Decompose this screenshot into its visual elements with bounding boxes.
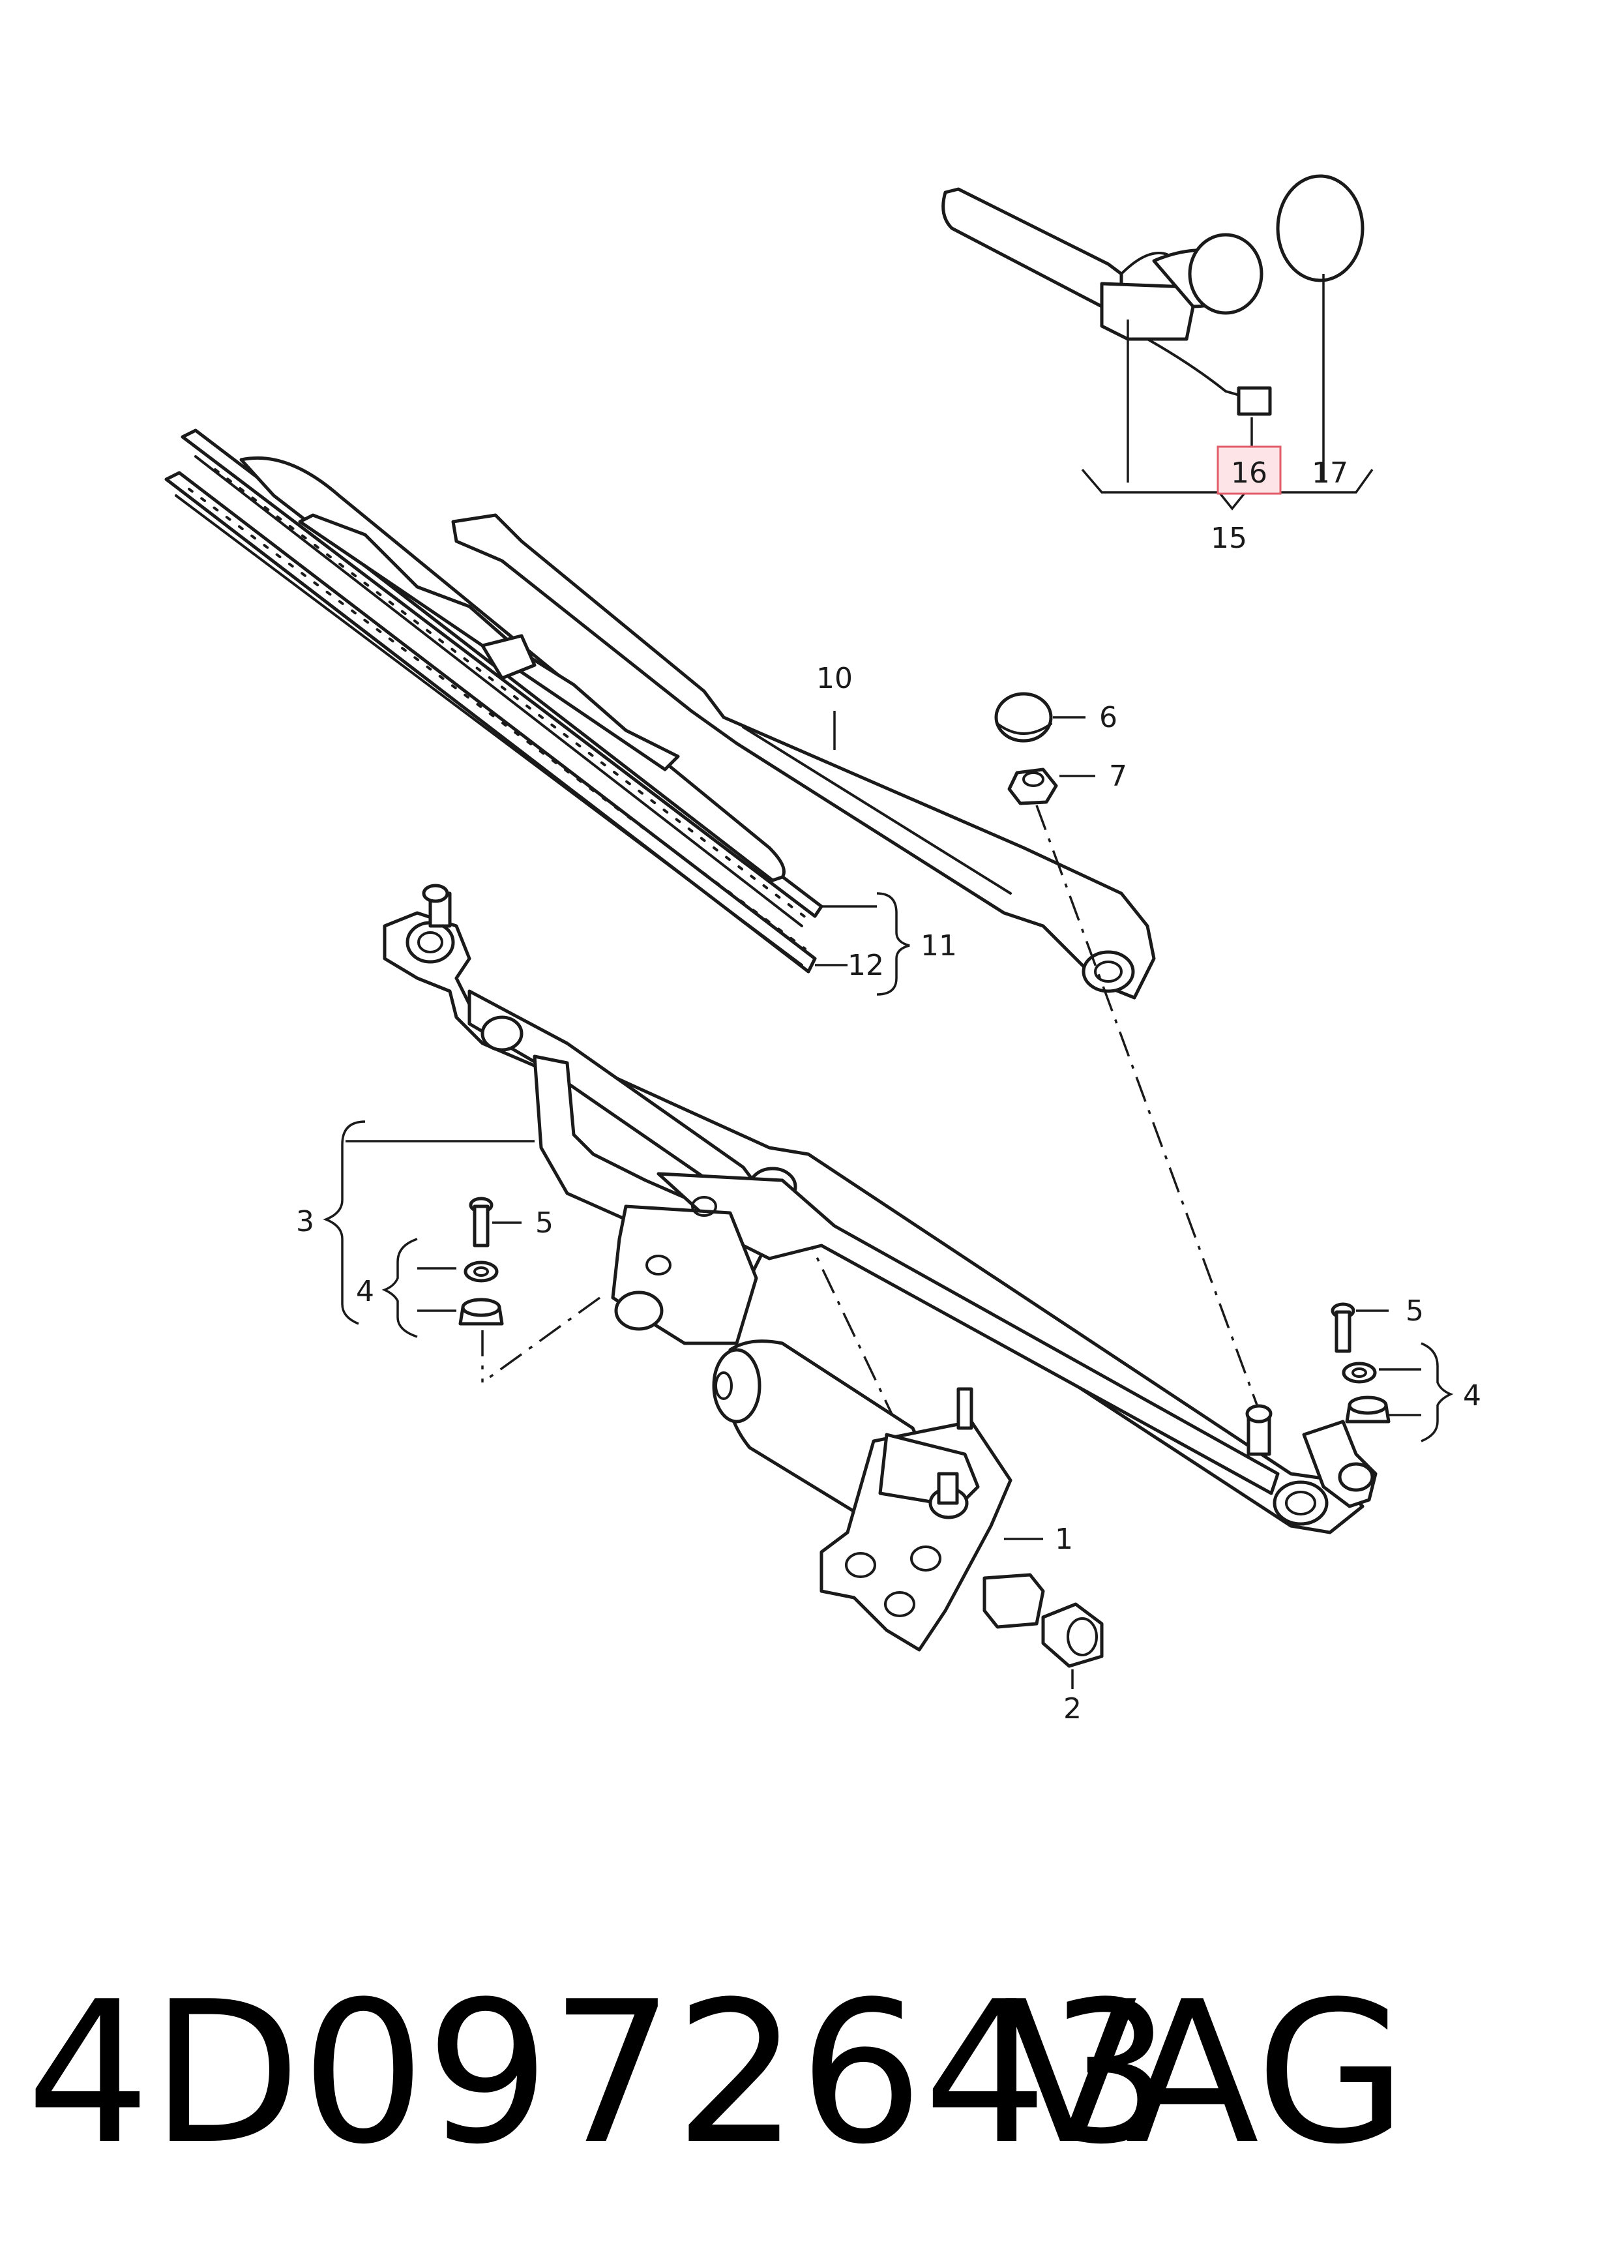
- washer-nozzle-assembly: [941, 174, 1365, 416]
- nozzle-cap: [1276, 174, 1365, 282]
- connector-plug: [1237, 386, 1272, 416]
- callout-group-11: 12 11: [815, 892, 957, 996]
- callout-group-2: 2: [1063, 1669, 1082, 1725]
- callout-2: 2: [1063, 1692, 1082, 1725]
- callout-4-right: 4: [1463, 1379, 1481, 1412]
- callout-group-3: 3: [296, 1120, 535, 1325]
- wiper-arm: [451, 513, 1156, 1000]
- part-number: 4D0972643: [26, 1960, 1172, 2187]
- callout-5-left: 5: [535, 1206, 554, 1240]
- callout-10: 10: [816, 662, 853, 695]
- callout-17: 17: [1312, 456, 1348, 490]
- callout-group-15: 16 17 15: [1081, 274, 1374, 555]
- wiper-motor: [712, 1339, 1045, 1652]
- callout-group-left-4-5: 5 4: [356, 1206, 554, 1338]
- callout-4-left: 4: [356, 1275, 374, 1308]
- left-mounting-hardware: [458, 1197, 504, 1326]
- callout-16: 16: [1231, 456, 1267, 490]
- callout-3: 3: [296, 1205, 314, 1238]
- brand-name: VAG: [1004, 1960, 1408, 2187]
- arm-cap: [994, 692, 1053, 743]
- highlight-box-16: [1217, 445, 1282, 495]
- right-mounting-hardware: [1331, 1302, 1391, 1424]
- callout-7: 7: [1109, 760, 1127, 793]
- callout-group-1: 1: [1004, 1523, 1073, 1556]
- callout-group-6-7: 6 7: [1053, 701, 1127, 793]
- callout-1: 1: [1055, 1523, 1073, 1556]
- callout-6: 6: [1099, 701, 1117, 734]
- wiper-blade: [164, 428, 823, 974]
- callout-5-right: 5: [1406, 1294, 1424, 1328]
- wiper-linkage: [383, 884, 1378, 1534]
- callout-group-right-4-5: 5 4: [1356, 1294, 1481, 1442]
- callout-group-10: 10: [816, 662, 853, 750]
- arm-nut: [1007, 768, 1058, 805]
- callout-11: 11: [921, 929, 957, 962]
- callout-12: 12: [848, 949, 884, 982]
- motor-connector: [1041, 1602, 1104, 1668]
- callout-15: 15: [1211, 522, 1247, 555]
